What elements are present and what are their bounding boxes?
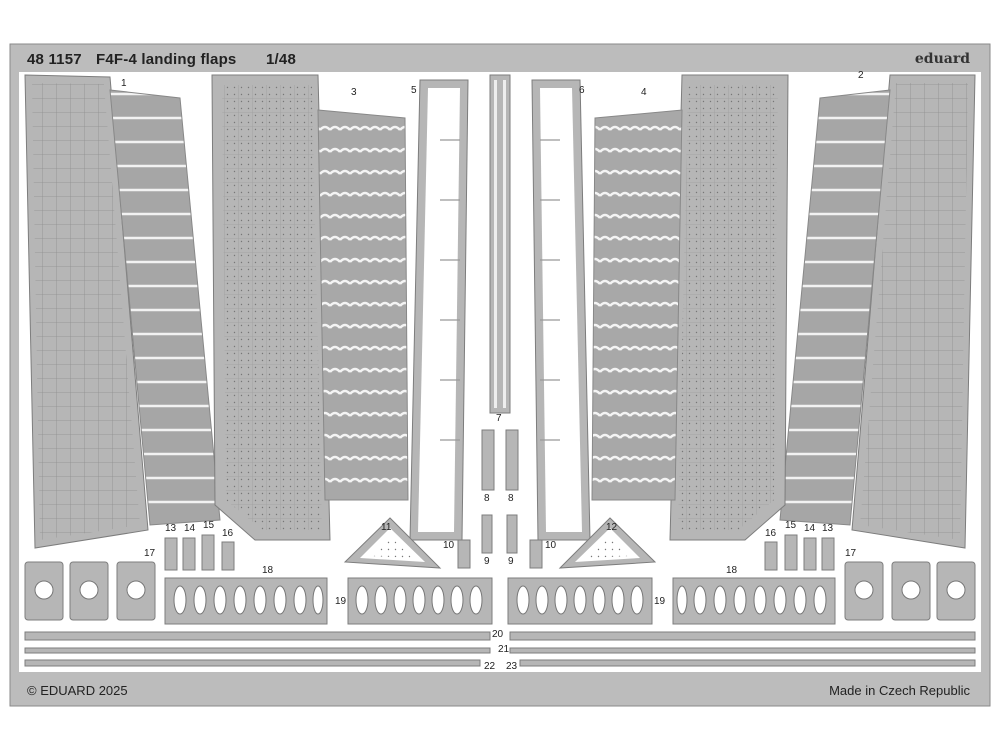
part-17-brackets-left (24, 561, 156, 621)
part-12-triangle (558, 517, 657, 569)
label-part-22: 22 (484, 661, 496, 672)
part-18-hinges-left (164, 577, 328, 625)
label-part-15b: 15 (785, 520, 797, 531)
parts-20-23-strips (24, 631, 976, 667)
set-title: F4F-4 landing flaps (96, 51, 237, 68)
label-part-16a: 16 (222, 528, 234, 539)
part-1-flap-left (24, 74, 221, 549)
part-4-flap-inner-right (591, 74, 789, 541)
part-11-triangle (343, 517, 442, 569)
label-part-18b: 18 (726, 565, 738, 576)
part-3-flap-inner-left (211, 74, 409, 541)
parts-8-9-10 (457, 429, 543, 569)
brand-logo: eduard (914, 51, 970, 67)
label-part-11: 11 (381, 522, 392, 533)
parts-13-16-right (764, 534, 835, 571)
label-part-17b: 17 (845, 548, 857, 559)
label-part-20: 20 (492, 629, 504, 640)
label-part-21: 21 (498, 644, 510, 655)
label-part-6: 6 (579, 85, 585, 96)
part-19-hinges-left (347, 577, 493, 625)
label-part-8b: 8 (508, 493, 514, 504)
label-part-10b: 10 (545, 540, 557, 551)
label-part-14a: 14 (184, 523, 196, 534)
label-part-23: 23 (506, 661, 518, 672)
label-part-18a: 18 (262, 565, 274, 576)
label-part-3: 3 (351, 87, 357, 98)
label-part-19a: 19 (335, 596, 347, 607)
part-2-flap-right (779, 74, 976, 549)
origin-text: Made in Czech Republic (829, 683, 970, 698)
label-part-7: 7 (496, 413, 502, 424)
copyright: © EDUARD 2025 (27, 683, 128, 698)
label-part-19b: 19 (654, 596, 666, 607)
set-code: 48 1157 (27, 51, 82, 68)
label-part-9b: 9 (508, 556, 514, 567)
label-part-17a: 17 (144, 548, 156, 559)
label-part-14b: 14 (804, 523, 816, 534)
label-part-8a: 8 (484, 493, 490, 504)
label-part-16b: 16 (765, 528, 777, 539)
label-part-13a: 13 (165, 523, 177, 534)
part-5-strip (409, 79, 469, 541)
label-part-12: 12 (606, 522, 618, 533)
part-17-brackets-right (844, 561, 976, 621)
part-19-hinges-right (507, 577, 653, 625)
label-part-13b: 13 (822, 523, 834, 534)
label-part-9a: 9 (484, 556, 490, 567)
label-part-10a: 10 (443, 540, 455, 551)
label-part-15a: 15 (203, 520, 215, 531)
set-scale: 1/48 (266, 51, 296, 68)
parts-13-16-left (164, 534, 235, 571)
part-7-rods (489, 74, 511, 414)
part-6-strip (531, 79, 591, 541)
part-18-hinges-right (672, 577, 836, 625)
label-part-5: 5 (411, 85, 417, 96)
label-part-4: 4 (641, 87, 647, 98)
label-part-1: 1 (121, 78, 127, 89)
label-part-2: 2 (858, 70, 864, 81)
